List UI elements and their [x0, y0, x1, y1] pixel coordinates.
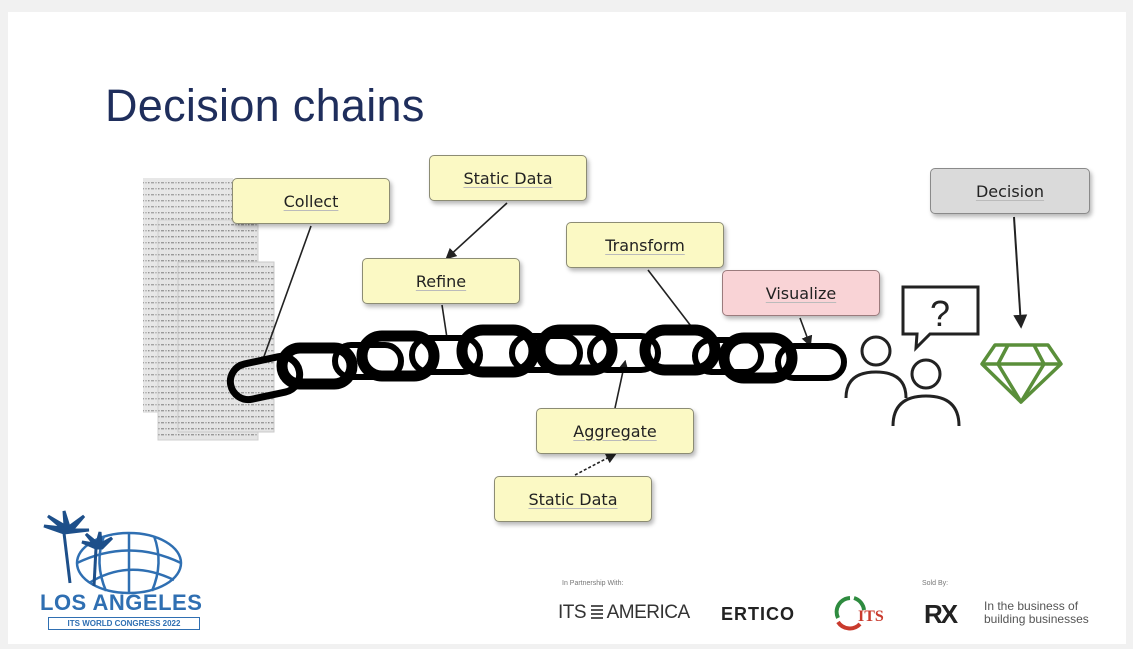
transform-label: Transform — [605, 235, 685, 255]
rx-tagline-line1: In the business of — [984, 599, 1079, 613]
question-mark: ? — [930, 293, 950, 334]
people-icon — [844, 335, 961, 427]
its-asia-logo: ITS — [830, 592, 892, 632]
chain-link — [775, 343, 847, 381]
visualize-box: Visualize — [722, 270, 880, 316]
chain-link — [718, 332, 798, 384]
static-data-bottom-box: Static Data — [494, 476, 652, 522]
refine-connector — [441, 304, 448, 339]
rx-logo: RX — [924, 599, 958, 629]
decision-box: Decision — [930, 168, 1090, 214]
static-to-aggregate-arrow — [574, 452, 617, 476]
transform-connector — [647, 269, 695, 331]
visualize-connector — [799, 317, 813, 348]
slide-title: Decision chains — [105, 80, 425, 131]
its-asia-text: ITS — [858, 608, 884, 625]
partnership-label: In Partnership With: — [562, 580, 624, 587]
static-data-bottom-label: Static Data — [528, 489, 618, 509]
chain-link — [356, 330, 440, 382]
chain-link — [587, 333, 661, 373]
its-swirl-icon — [834, 596, 866, 631]
chain-link — [534, 324, 618, 376]
rx-tagline: In the business of building businesses — [984, 600, 1089, 626]
diamond-icon — [980, 343, 1063, 404]
collect-label: Collect — [283, 191, 339, 211]
aggregate-box: Aggregate — [536, 408, 694, 454]
refine-box: Refine — [362, 258, 520, 304]
sold-by-label: Sold By: — [922, 580, 949, 587]
chain-link — [276, 342, 358, 390]
flag-icon — [590, 605, 603, 619]
palm-globe-icon — [43, 510, 183, 595]
ertico-logo: ERTICO — [721, 604, 796, 624]
chain-link — [456, 324, 540, 378]
static-data-top-box: Static Data — [429, 155, 587, 201]
aggregate-label: Aggregate — [573, 421, 657, 441]
its-america-logo: ITS AMERICA — [558, 602, 690, 624]
collect-connector — [261, 225, 312, 363]
event-logo-congress: ITS WORLD CONGRESS 2022 — [48, 617, 200, 630]
visualize-label: Visualize — [765, 283, 837, 303]
connector-lines — [261, 202, 1028, 476]
event-logo: LOS ANGELES ITS WORLD CONGRESS 2022 — [34, 508, 214, 633]
static-data-top-label: Static Data — [463, 168, 553, 188]
chain-icon — [226, 324, 847, 404]
chain-link — [409, 335, 483, 375]
chain-link — [226, 352, 304, 404]
transform-box: Transform — [566, 222, 724, 268]
decision-arrow — [1013, 216, 1028, 329]
rx-tagline-line2: building businesses — [984, 612, 1089, 626]
collect-box: Collect — [232, 178, 390, 224]
decision-label: Decision — [975, 181, 1045, 201]
its-america-america: AMERICA — [606, 602, 691, 623]
static-to-refine-arrow — [445, 202, 508, 260]
refine-label: Refine — [415, 271, 467, 291]
event-logo-city: LOS ANGELES — [40, 590, 203, 615]
document-stack-icon — [143, 178, 275, 441]
its-america-its: ITS — [558, 602, 587, 623]
chain-link — [639, 324, 721, 376]
speech-bubble-icon: ? — [901, 285, 980, 352]
